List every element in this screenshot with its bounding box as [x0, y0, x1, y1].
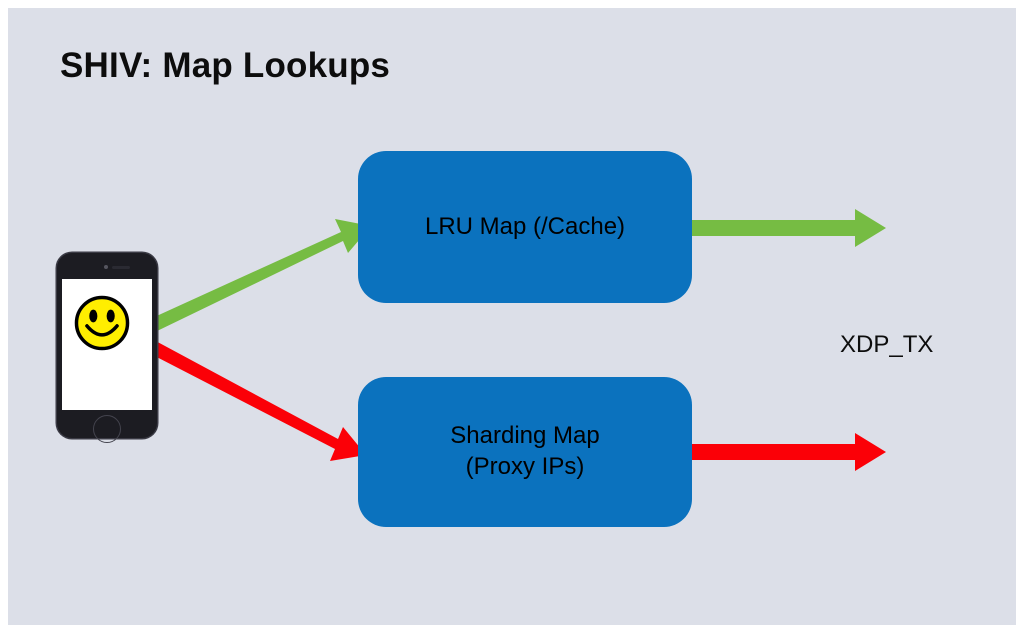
sharding-map-label-line1: Sharding Map: [450, 422, 600, 450]
sharding-map-label-group: Sharding Map (Proxy IPs): [450, 421, 599, 482]
sharding-map-node[interactable]: Sharding Map (Proxy IPs): [358, 377, 692, 527]
slide-background: [8, 8, 1016, 625]
smiley-face-icon: [74, 295, 130, 351]
sharding-map-label-line2: (Proxy IPs): [465, 453, 585, 480]
phone-home-button[interactable]: [93, 415, 121, 443]
xdp-tx-label: XDP_TX: [840, 331, 934, 358]
phone-camera-dot: [104, 265, 108, 269]
phone-speaker-slot: [112, 266, 130, 269]
smartphone-icon[interactable]: [57, 253, 157, 443]
lru-map-label: LRU Map (/Cache): [424, 212, 626, 240]
page-title: SHIV: Map Lookups: [60, 46, 391, 85]
lru-map-node[interactable]: LRU Map (/Cache): [358, 151, 692, 303]
